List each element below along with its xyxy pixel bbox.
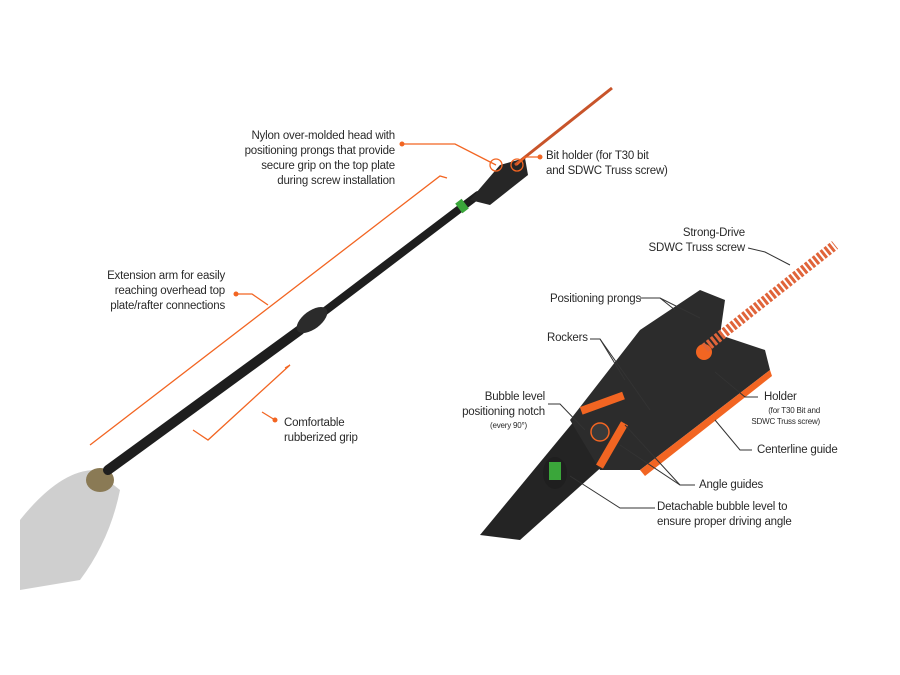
- label-line: rubberized grip: [284, 432, 358, 444]
- label-line: Nylon over-molded head with: [251, 130, 395, 142]
- label-line: and SDWC Truss screw): [546, 165, 668, 177]
- label-line: secure grip on the top plate: [261, 160, 395, 172]
- detail-head-image: [480, 290, 772, 540]
- prongs-label: Positioning prongs: [550, 293, 642, 305]
- holder-label: Holder: [764, 391, 797, 403]
- label-line: Extension arm for easily: [107, 270, 225, 282]
- label-line: reaching overhead top: [114, 285, 225, 297]
- label-line: ensure proper driving angle: [657, 516, 792, 528]
- notch-note: (every 90°): [489, 421, 527, 430]
- label-line: Strong-Drive: [682, 227, 745, 239]
- head-callout-label: Nylon over-molded head with positioning …: [230, 129, 396, 189]
- overview-callout-lines: [89, 143, 540, 446]
- label-line: Bubble level: [484, 391, 545, 403]
- centerline-label: Centerline guide: [757, 444, 838, 456]
- label-line: during screw installation: [277, 175, 395, 187]
- label-line: SDWC Truss screw): [751, 417, 820, 426]
- label-line: Bit holder (for T30 bit: [546, 150, 649, 162]
- label-line: plate/rafter connections: [110, 300, 225, 312]
- label-line: Detachable bubble level to: [657, 501, 788, 513]
- detail-leader-lines: [548, 247, 791, 509]
- label-line: SDWC Truss screw: [648, 242, 746, 254]
- grip-label: Comfortable rubberized grip: [284, 416, 358, 446]
- label-line: (for T30 Bit and: [768, 406, 820, 415]
- screw-overview: [514, 86, 613, 167]
- rockers-label: Rockers: [547, 332, 588, 344]
- extension-arm-label: Extension arm for easily reaching overhe…: [70, 269, 225, 314]
- holder-note: (for T30 Bit and SDWC Truss screw): [720, 405, 820, 427]
- bit-holder-label: Bit holder (for T30 bit and SDWC Truss s…: [546, 149, 668, 179]
- angle-guides-label: Angle guides: [699, 479, 764, 491]
- label-line: positioning prongs that provide: [244, 145, 396, 157]
- screw-detail: [701, 241, 839, 352]
- callout-dots: [233, 141, 543, 423]
- label-line: Comfortable: [284, 417, 345, 429]
- drill-image: [20, 468, 120, 590]
- notch-label: Bubble level positioning notch (every 90…: [430, 390, 545, 431]
- label-line: positioning notch: [462, 406, 545, 418]
- screw-label: Strong-Drive SDWC Truss screw: [640, 226, 746, 256]
- bubble-level-label: Detachable bubble level to ensure proper…: [657, 500, 792, 530]
